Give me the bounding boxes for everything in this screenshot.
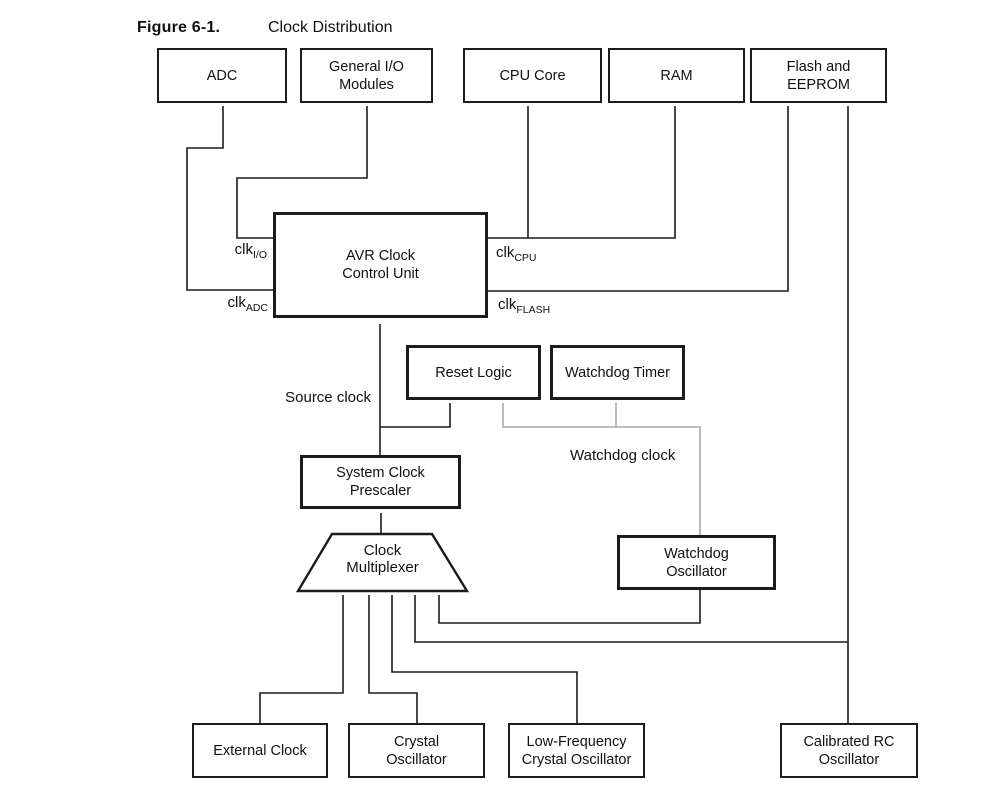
label-clk-cpu: clkCPU	[496, 245, 537, 266]
clk-cpu-sub: CPU	[514, 252, 537, 264]
line-external-clock-to-mux	[259, 595, 344, 723]
line-source-to-reset-logic	[380, 403, 451, 428]
line-clk-io	[236, 106, 368, 239]
clk-flash-base: clk	[498, 296, 517, 313]
node-reset-logic: Reset Logic	[406, 345, 541, 400]
node-adc: ADC	[157, 48, 287, 103]
label-watchdog-clock: Watchdog clock	[570, 447, 676, 464]
node-ram: RAM	[608, 48, 745, 103]
node-external-clock: External Clock	[192, 723, 328, 778]
label-clk-io: clkI/O	[190, 242, 267, 263]
line-crystal-osc-to-mux	[368, 595, 418, 723]
label-source-clock: Source clock	[285, 389, 371, 406]
clk-cpu-base: clk	[496, 244, 515, 261]
node-flash-eeprom: Flash and EEPROM	[750, 48, 887, 103]
node-cpu-core: CPU Core	[463, 48, 602, 103]
figure-title: Clock Distribution	[268, 19, 393, 36]
clock-multiplexer-shape	[295, 532, 470, 593]
clk-io-sub: I/O	[252, 249, 267, 261]
line-wdosc-to-mux	[438, 590, 701, 624]
line-lf-crystal-osc-to-mux	[391, 595, 578, 723]
clk-flash-sub: FLASH	[516, 304, 551, 316]
label-clk-adc: clkADC	[190, 295, 268, 316]
clk-adc-sub: ADC	[245, 302, 268, 314]
figure-label: Figure 6-1.	[137, 19, 221, 36]
line-clk-adc	[186, 106, 273, 291]
node-watchdog-timer: Watchdog Timer	[550, 345, 685, 400]
node-avr-clock-control-unit: AVR Clock Control Unit	[273, 212, 488, 318]
label-clock-multiplexer: Clock Multiplexer	[346, 542, 419, 576]
node-system-clock-prescaler: System Clock Prescaler	[300, 455, 461, 509]
node-low-frequency-crystal-oscillator: Low-Frequency Crystal Oscillator	[508, 723, 645, 778]
line-clk-cpu-to-ram	[488, 106, 676, 239]
node-crystal-oscillator: Crystal Oscillator	[348, 723, 485, 778]
line-watchdog-clock	[502, 403, 701, 535]
node-general-io-modules: General I/O Modules	[300, 48, 433, 103]
node-watchdog-oscillator: Watchdog Oscillator	[617, 535, 776, 590]
node-calibrated-rc-oscillator: Calibrated RC Oscillator	[780, 723, 918, 778]
line-clk-flash	[488, 106, 789, 292]
clk-adc-base: clk	[227, 294, 246, 311]
label-clk-flash: clkFLASH	[498, 297, 550, 318]
line-rc-osc-to-mux	[414, 595, 848, 643]
clk-io-base: clk	[234, 241, 253, 258]
